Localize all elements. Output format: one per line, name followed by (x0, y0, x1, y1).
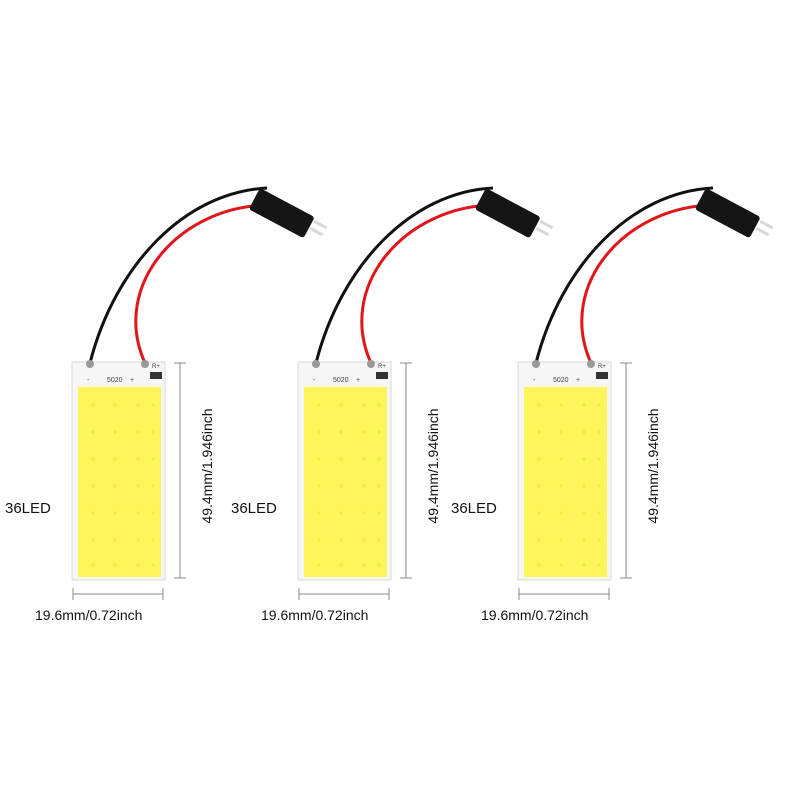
led-panel-unit-1: - 5020 + R+ 36LED 19.6mm/0.72inch 49.4mm… (5, 0, 328, 800)
board-minus-mark: - (313, 377, 316, 384)
board-model-mark: 5020 (107, 377, 123, 384)
board-model-mark: 5020 (333, 377, 349, 384)
board-r-mark: R+ (378, 364, 386, 370)
led-panel-unit-2: - 5020 + R+ 36LED 19.6mm/0.72inch 49.4mm… (231, 0, 554, 800)
t10-connector-icon (695, 189, 774, 238)
height-dimension-label: 49.4mm/1.946inch (425, 408, 441, 524)
width-dimension-label: 19.6mm/0.72inch (35, 607, 143, 623)
t10-connector-icon (249, 189, 328, 238)
board-plus-mark: + (356, 377, 360, 384)
board-minus-mark: - (87, 377, 90, 384)
height-dimension-label: 49.4mm/1.946inch (199, 408, 215, 524)
led-count-label: 36LED (5, 500, 51, 517)
board-model-mark: 5020 (553, 377, 569, 384)
cob-led-panel-icon: - 5020 + R+ (517, 186, 774, 600)
board-r-mark: R+ (598, 364, 606, 370)
width-dimension-label: 19.6mm/0.72inch (261, 607, 369, 623)
board-plus-mark: + (130, 377, 134, 384)
cob-led-panel-icon: - 5020 + R+ (297, 186, 554, 600)
board-r-mark: R+ (152, 364, 160, 370)
led-count-label: 36LED (451, 500, 497, 517)
led-count-label: 36LED (231, 500, 277, 517)
height-dimension-label: 49.4mm/1.946inch (645, 408, 661, 524)
cob-led-panel-icon: - 5020 + R+ (71, 186, 328, 600)
t10-connector-icon (475, 189, 554, 238)
board-plus-mark: + (576, 377, 580, 384)
board-minus-mark: - (533, 377, 536, 384)
led-panel-unit-3: - 5020 + R+ 36LED 19.6mm/0.72inch 49.4mm… (451, 0, 774, 800)
width-dimension-label: 19.6mm/0.72inch (481, 607, 589, 623)
